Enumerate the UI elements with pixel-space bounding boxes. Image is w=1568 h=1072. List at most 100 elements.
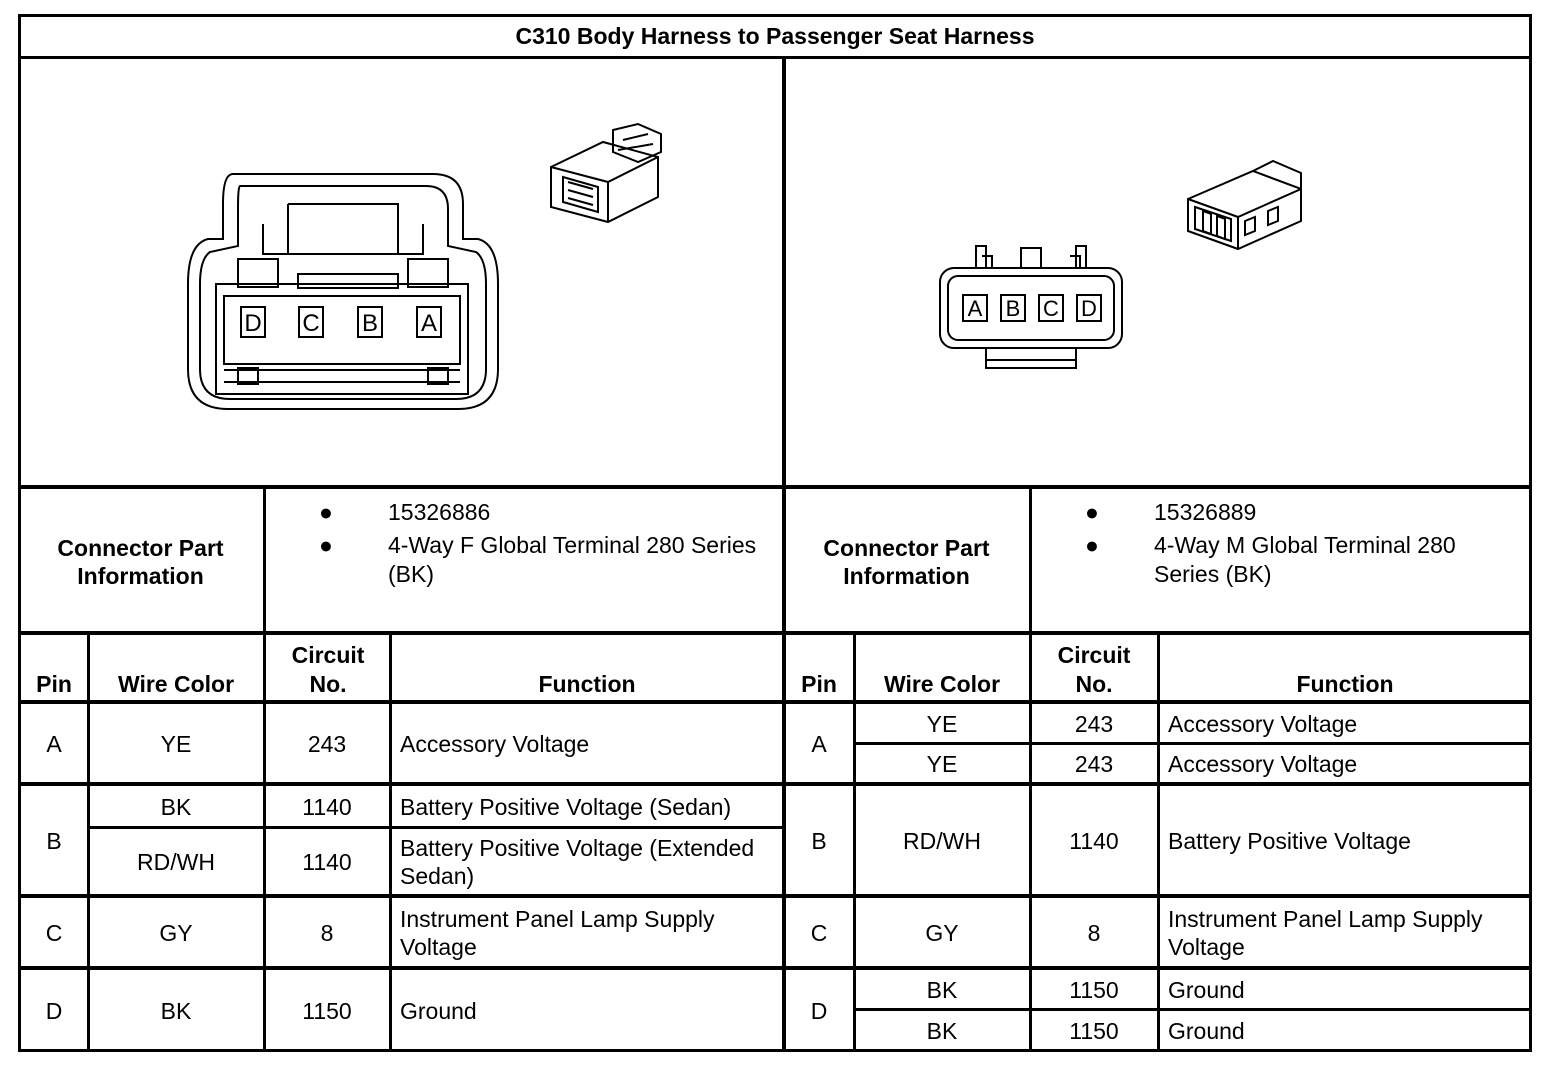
right-header-pin: Pin bbox=[801, 671, 837, 697]
circuit-cell: 243 bbox=[1074, 711, 1114, 737]
circuit-cell: 1150 bbox=[1069, 1018, 1119, 1044]
wire-color-cell: BK bbox=[926, 977, 958, 1003]
wire-color-cell: BK bbox=[160, 794, 192, 820]
function-cell: Battery Positive Voltage bbox=[1168, 828, 1411, 854]
pin-label: A bbox=[962, 294, 988, 322]
divider bbox=[853, 631, 856, 1052]
circuit-cell: 1140 bbox=[1069, 828, 1119, 854]
pin-label: D bbox=[1076, 294, 1102, 322]
part-number: 15326886 bbox=[388, 499, 491, 525]
function-cell: Battery Positive Voltage (Extended Sedan… bbox=[400, 835, 755, 889]
divider bbox=[1157, 631, 1160, 1052]
divider bbox=[389, 631, 392, 1052]
function-cell: Battery Positive Voltage (Sedan) bbox=[400, 794, 732, 820]
circuit-cell: 8 bbox=[320, 920, 334, 946]
part-info-item: ● 4-Way M Global Terminal 280 Series (BK… bbox=[1082, 531, 1502, 589]
divider bbox=[18, 14, 21, 1052]
divider bbox=[18, 700, 1532, 704]
divider bbox=[18, 894, 1532, 898]
left-header-pin: Pin bbox=[36, 671, 72, 697]
left-header-wire-color: Wire Color bbox=[117, 671, 235, 697]
function-cell: Accessory Voltage bbox=[1168, 751, 1358, 777]
divider bbox=[1029, 485, 1032, 635]
divider bbox=[18, 631, 1532, 635]
bullet-icon: ● bbox=[1085, 532, 1099, 558]
pin-cell: C bbox=[810, 920, 828, 946]
right-part-info-list: ● 15326889 ● 4-Way M Global Terminal 280… bbox=[1082, 498, 1502, 589]
divider bbox=[87, 631, 90, 1052]
part-info-item: ● 15326889 bbox=[1082, 498, 1502, 527]
pin-cell: C bbox=[45, 920, 63, 946]
pin-cell: D bbox=[810, 998, 828, 1024]
function-cell: Accessory Voltage bbox=[400, 731, 590, 757]
circuit-cell: 1150 bbox=[302, 998, 352, 1024]
circuit-cell: 243 bbox=[307, 731, 347, 757]
pin-label: A bbox=[416, 306, 442, 338]
divider bbox=[263, 485, 266, 635]
bullet-icon: ● bbox=[319, 499, 333, 525]
wire-color-cell: BK bbox=[160, 998, 192, 1024]
circuit-cell: 8 bbox=[1087, 920, 1101, 946]
circuit-cell: 243 bbox=[1074, 751, 1114, 777]
part-number: 15326889 bbox=[1154, 499, 1257, 525]
divider bbox=[782, 56, 786, 1052]
left-header-function: Function bbox=[538, 671, 636, 697]
female-connector-3d-icon bbox=[550, 122, 662, 224]
pin-label: B bbox=[357, 306, 383, 338]
page-title: C310 Body Harness to Passenger Seat Harn… bbox=[515, 23, 1035, 49]
wire-color-cell: GY bbox=[925, 920, 959, 946]
pin-cell: D bbox=[45, 998, 63, 1024]
function-cell: Ground bbox=[400, 998, 477, 1024]
wire-color-cell: YE bbox=[160, 731, 192, 757]
wire-color-cell: RD/WH bbox=[903, 828, 981, 854]
divider bbox=[1029, 631, 1032, 1052]
divider bbox=[18, 782, 1532, 786]
left-part-info-label: Connector Part Information bbox=[57, 535, 224, 589]
circuit-cell: 1140 bbox=[302, 849, 352, 875]
pin-cell: B bbox=[46, 828, 62, 854]
wire-color-cell: YE bbox=[926, 711, 958, 737]
bullet-icon: ● bbox=[1085, 499, 1099, 525]
female-pin-labels: D C B A bbox=[236, 306, 466, 342]
left-part-info-list: ● 15326886 ● 4-Way F Global Terminal 280… bbox=[316, 498, 786, 589]
function-cell: Instrument Panel Lamp Supply Voltage bbox=[400, 906, 715, 960]
wire-color-cell: RD/WH bbox=[137, 849, 215, 875]
female-connector-face-icon bbox=[187, 173, 499, 410]
right-header-circuit: Circuit No. bbox=[1057, 642, 1131, 697]
divider bbox=[853, 742, 1532, 745]
divider bbox=[853, 1008, 1532, 1011]
divider bbox=[18, 485, 1532, 489]
male-connector-face-icon bbox=[939, 245, 1123, 369]
divider bbox=[87, 826, 784, 829]
pin-label: D bbox=[240, 306, 266, 338]
wire-color-cell: BK bbox=[926, 1018, 958, 1044]
left-header-circuit: Circuit No. bbox=[291, 642, 365, 697]
divider bbox=[18, 1049, 1532, 1052]
wire-color-cell: YE bbox=[926, 751, 958, 777]
divider bbox=[18, 14, 1532, 17]
circuit-cell: 1150 bbox=[1069, 977, 1119, 1003]
divider bbox=[1529, 14, 1532, 1052]
pin-label: C bbox=[298, 306, 324, 338]
part-info-item: ● 4-Way F Global Terminal 280 Series (BK… bbox=[316, 531, 786, 589]
male-pin-labels: A B C D bbox=[962, 294, 1112, 324]
connector-sheet: C310 Body Harness to Passenger Seat Harn… bbox=[18, 14, 1532, 1052]
right-header-function: Function bbox=[1296, 671, 1394, 697]
pin-cell: B bbox=[811, 828, 827, 854]
divider bbox=[263, 631, 266, 1052]
pin-cell: A bbox=[811, 731, 827, 757]
right-part-info-label: Connector Part Information bbox=[823, 535, 990, 589]
pin-label: C bbox=[1038, 294, 1064, 322]
function-cell: Ground bbox=[1168, 1018, 1245, 1044]
right-header-wire-color: Wire Color bbox=[883, 671, 1001, 697]
function-cell: Ground bbox=[1168, 977, 1245, 1003]
function-cell: Instrument Panel Lamp Supply Voltage bbox=[1168, 906, 1483, 960]
bullet-icon: ● bbox=[319, 532, 333, 558]
function-cell: Accessory Voltage bbox=[1168, 711, 1358, 737]
divider bbox=[18, 966, 1532, 970]
wire-color-cell: GY bbox=[159, 920, 193, 946]
part-info-item: ● 15326886 bbox=[316, 498, 786, 527]
divider bbox=[18, 56, 1532, 59]
male-connector-3d-icon bbox=[1187, 159, 1302, 251]
circuit-cell: 1140 bbox=[302, 794, 352, 820]
